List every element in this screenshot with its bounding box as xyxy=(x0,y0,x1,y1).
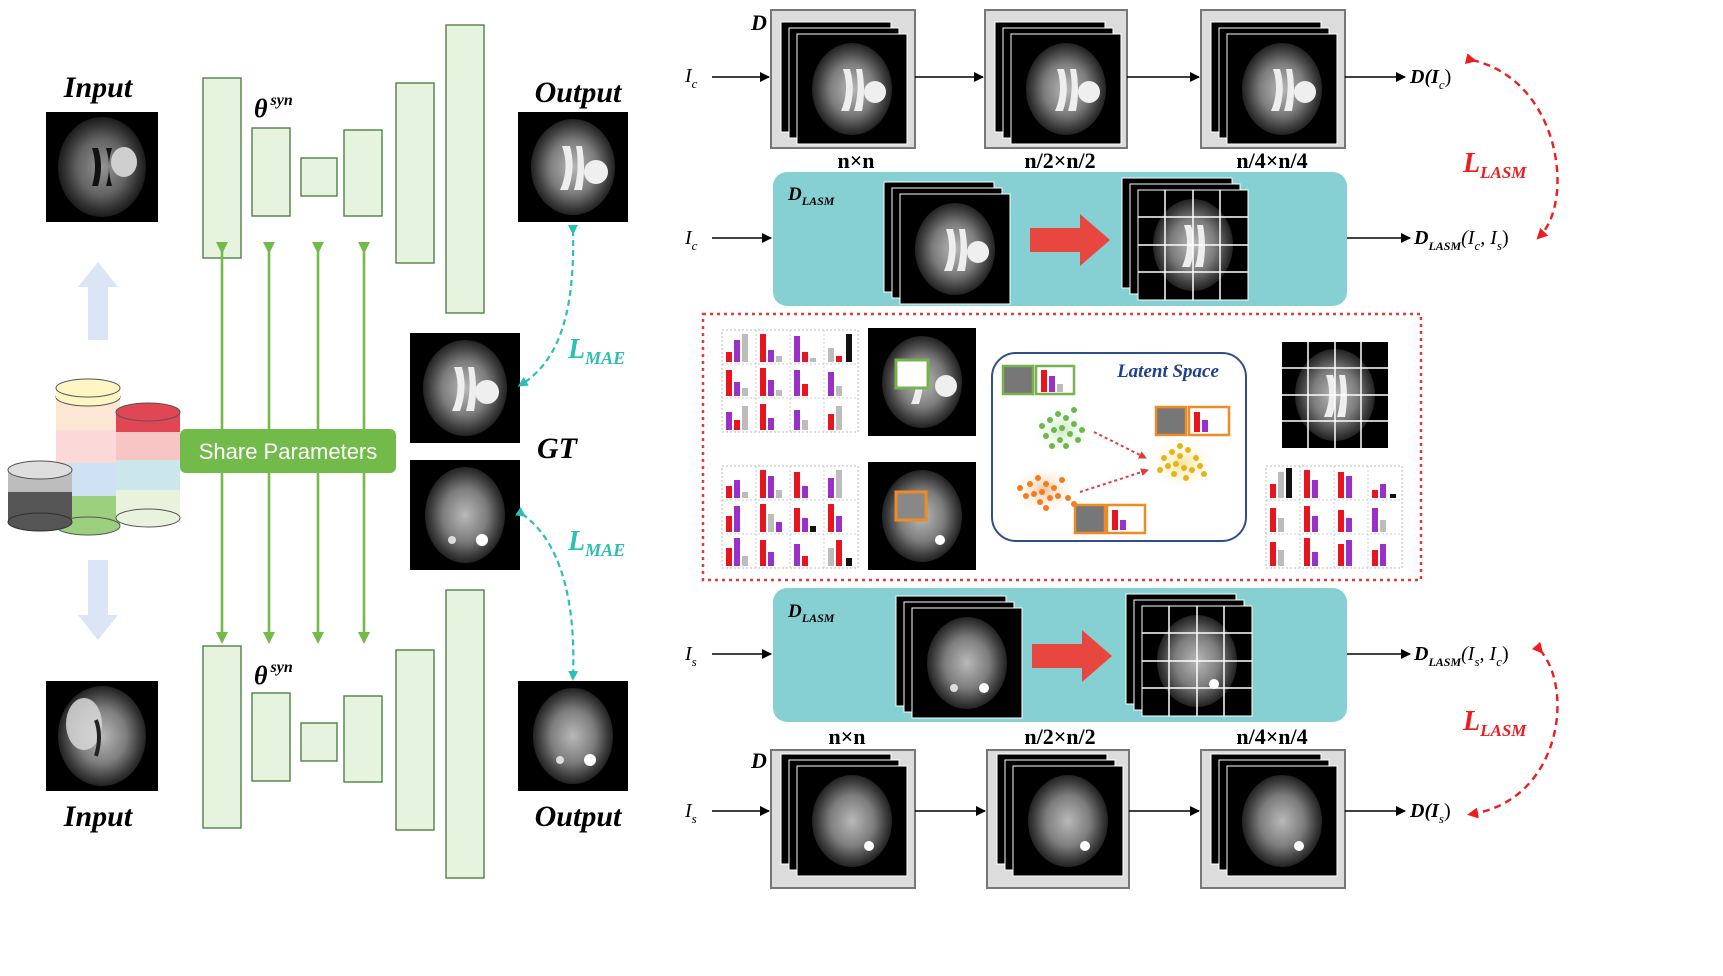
arrow-down-icon xyxy=(78,560,118,640)
loss-mae-top: LMAE xyxy=(567,334,625,368)
d-label-top: D xyxy=(750,10,767,35)
out-d-is: D(Is) xyxy=(1409,800,1451,826)
mae-curve-top xyxy=(517,224,578,387)
d-frame-top-1 xyxy=(770,9,916,149)
lasm-bottom-grid-stack xyxy=(1125,593,1253,717)
loss-lasm-bottom: LLASM xyxy=(1462,706,1527,740)
thumb-orange-bottom xyxy=(1073,503,1147,535)
brain-input-bottom xyxy=(46,681,158,791)
d-frame-bottom-2 xyxy=(986,749,1130,889)
size-label-bottom-1: n×n xyxy=(828,724,865,749)
patch-brain-top xyxy=(868,328,976,436)
unet-bottom xyxy=(202,589,485,879)
brain-output-bottom xyxy=(518,681,628,791)
output-bottom-label: Output xyxy=(535,800,623,833)
out-lasm-is-ic: DLASM(Is, Ic) xyxy=(1413,643,1509,669)
histogram-grid-top-left xyxy=(721,329,859,433)
latent-space-box: Latent Space xyxy=(991,352,1247,542)
yellow-cluster xyxy=(1157,443,1207,481)
lasm-curve-top xyxy=(1464,53,1559,240)
gt-label: GT xyxy=(537,432,579,465)
histogram-grid-right xyxy=(1265,465,1403,569)
size-label-top-2: n/2×n/2 xyxy=(1024,148,1095,173)
brain-input-top xyxy=(46,112,158,222)
grid-brain-right xyxy=(1282,342,1388,448)
is-label-1: Is xyxy=(684,643,697,669)
latent-arrow-upper xyxy=(1093,431,1147,459)
thumb-orange-right xyxy=(1154,405,1231,437)
lasm-curve-bottom xyxy=(1467,641,1559,819)
loss-mae-bottom: LMAE xyxy=(567,526,625,560)
ic-label-2: Ic xyxy=(684,227,698,253)
d-lasm-label-top: DLASM xyxy=(787,184,835,208)
input-top-label: Input xyxy=(63,71,134,104)
brain-gt-top xyxy=(410,333,520,443)
share-parameters-label: Share Parameters xyxy=(199,439,378,464)
d-frame-bottom-1 xyxy=(770,749,916,889)
lasm-top-grid-stack xyxy=(1121,177,1249,301)
input-bottom-label: Input xyxy=(63,800,134,833)
out-d-ic: D(Ic) xyxy=(1409,66,1451,92)
size-label-bottom-2: n/2×n/2 xyxy=(1024,724,1095,749)
d-frame-bottom-3 xyxy=(1200,749,1346,889)
size-label-top-3: n/4×n/4 xyxy=(1236,148,1307,173)
patch-brain-bottom xyxy=(868,462,976,570)
arrow-up-icon xyxy=(78,262,118,340)
d-label-bottom: D xyxy=(750,748,767,773)
latent-detail-frame xyxy=(701,312,1423,582)
unet-top xyxy=(202,24,485,314)
thumb-green xyxy=(1001,364,1076,396)
latent-space-title: Latent Space xyxy=(1116,361,1219,382)
lasm-top-brain-stack xyxy=(883,181,1011,305)
lasm-top-red-arrow xyxy=(1030,214,1110,266)
output-top-label: Output xyxy=(535,76,623,109)
brain-gt-bottom xyxy=(410,460,520,570)
histogram-grid-bottom-left xyxy=(721,465,859,569)
is-label-2: Is xyxy=(684,800,697,826)
mae-curve-bottom xyxy=(515,507,579,681)
d-frame-top-2 xyxy=(984,9,1128,149)
size-label-top-1: n×n xyxy=(837,148,874,173)
database-icon xyxy=(7,378,181,536)
size-label-bottom-3: n/4×n/4 xyxy=(1236,724,1307,749)
lasm-bottom-red-arrow xyxy=(1032,630,1112,682)
brain-output-top xyxy=(518,112,628,222)
share-parameters-box xyxy=(180,429,396,473)
loss-lasm-top: LLASM xyxy=(1462,148,1527,182)
d-lasm-label-bottom: DLASM xyxy=(787,601,835,625)
green-cluster xyxy=(1039,407,1085,449)
lasm-bottom-brain-stack xyxy=(895,595,1023,719)
ic-label-1: Ic xyxy=(684,65,698,91)
out-lasm-ic-is: DLASM(Ic, Is) xyxy=(1413,227,1509,253)
d-frame-top-3 xyxy=(1200,9,1346,149)
